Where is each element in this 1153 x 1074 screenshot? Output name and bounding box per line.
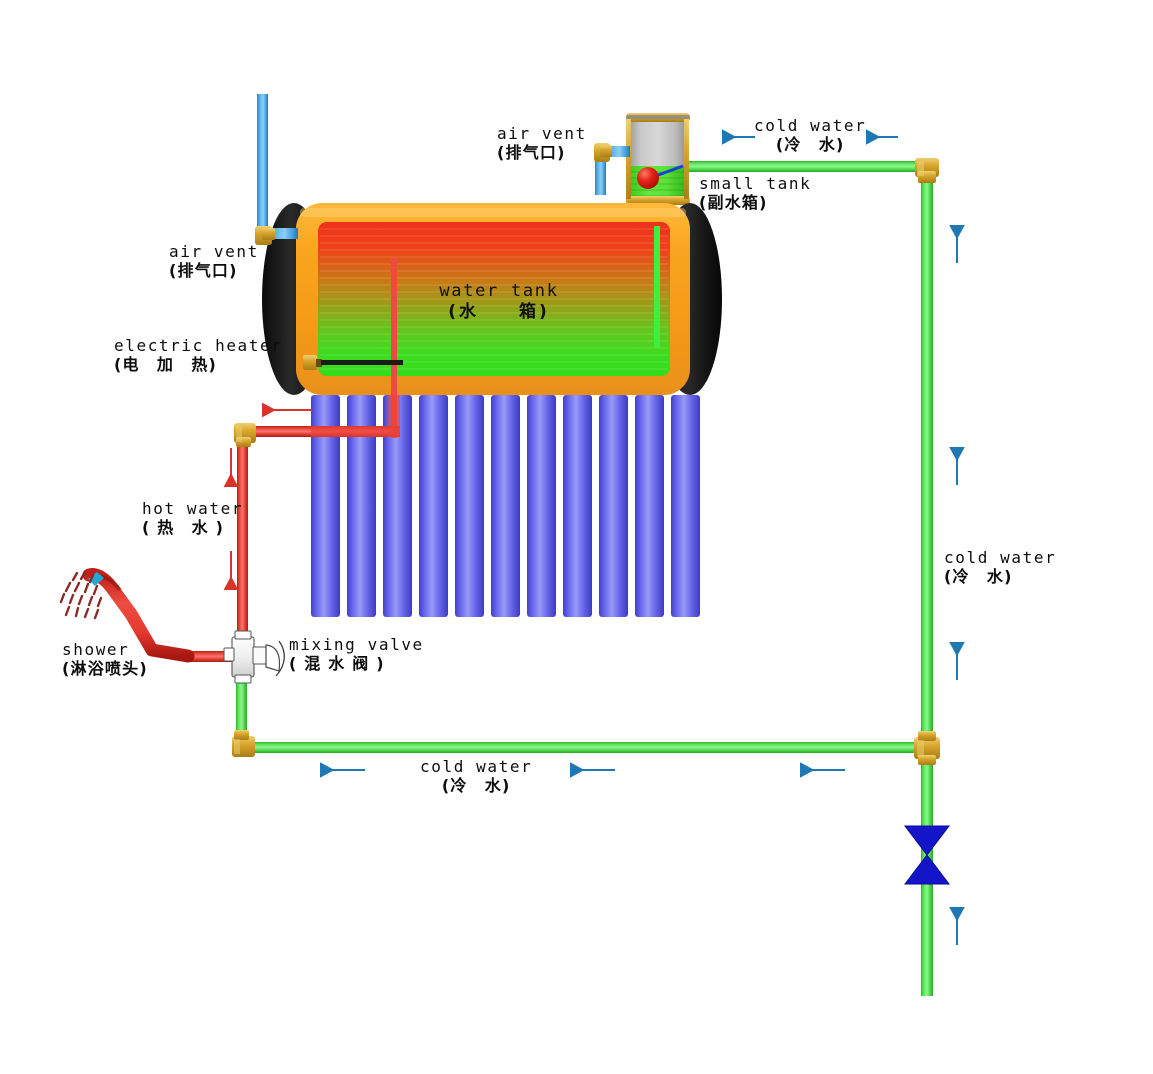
shower-hose bbox=[82, 568, 195, 663]
label-cold-water-top-cn: (冷 水) bbox=[775, 134, 845, 154]
tube-9 bbox=[599, 395, 628, 617]
tube-1 bbox=[311, 395, 340, 617]
tube-4 bbox=[419, 395, 448, 617]
tee-bottom-right bbox=[914, 731, 940, 765]
label-hot-water: hot water ( 热 水 ) bbox=[142, 499, 244, 538]
mixing-valve-top-port bbox=[234, 630, 252, 640]
elbow-bottom-left bbox=[232, 730, 255, 757]
tube-11 bbox=[671, 395, 700, 617]
cold-pipe-valve-drop bbox=[236, 658, 247, 746]
air-vent-top-horizontal bbox=[606, 146, 630, 157]
elbow-hot-top-left bbox=[234, 423, 256, 447]
mixing-valve-lever[interactable] bbox=[265, 644, 281, 672]
label-mixing-valve-cn: ( 混 水 阀 ) bbox=[289, 653, 385, 673]
tank-stratification-lines bbox=[320, 228, 668, 370]
label-water-tank: water tank (水 箱) bbox=[419, 281, 579, 322]
label-air-vent-left-cn: (排气口) bbox=[169, 260, 238, 280]
label-electric-heater: electric heater (电 加 热) bbox=[114, 336, 283, 375]
shower-spray bbox=[59, 570, 103, 620]
shower-nozzle bbox=[88, 572, 104, 586]
label-air-vent-left-en: air vent bbox=[169, 242, 259, 261]
small-tank bbox=[626, 113, 690, 205]
air-vent-left bbox=[255, 94, 298, 245]
label-electric-heater-cn: (电 加 热) bbox=[114, 354, 218, 374]
mixing-valve[interactable] bbox=[223, 630, 285, 684]
electric-heater bbox=[303, 355, 403, 370]
tube-7 bbox=[527, 395, 556, 617]
label-hot-water-en: hot water bbox=[142, 499, 244, 518]
cold-pipe-bottom-horizontal bbox=[243, 742, 933, 753]
label-shower-en: shower bbox=[62, 640, 130, 659]
label-cold-water-bottom-en: cold water bbox=[420, 757, 533, 776]
label-small-tank-cn: (副水箱) bbox=[699, 192, 768, 212]
hot-pipe-vertical-drop bbox=[237, 430, 248, 635]
label-hot-water-cn: ( 热 水 ) bbox=[142, 517, 225, 537]
air-vent-top-elbow bbox=[594, 143, 612, 162]
air-vent-left-horizontal bbox=[268, 228, 298, 239]
label-water-tank-en: water tank bbox=[439, 281, 559, 301]
label-cold-water-top: cold water (冷 水) bbox=[754, 116, 867, 155]
float-ball bbox=[637, 167, 659, 189]
hot-pipe-to-shower bbox=[186, 651, 236, 662]
gate-valve[interactable] bbox=[903, 825, 951, 885]
tube-8 bbox=[563, 395, 592, 617]
air-vent-top bbox=[594, 143, 630, 195]
brass-fittings-cold bbox=[232, 158, 940, 765]
label-air-vent-top: air vent (排气口) bbox=[497, 124, 587, 163]
tube-6 bbox=[491, 395, 520, 617]
label-shower-cn: (淋浴喷头) bbox=[62, 658, 148, 678]
label-mixing-valve-en: mixing valve bbox=[289, 635, 424, 654]
label-air-vent-left: air vent (排气口) bbox=[169, 242, 259, 281]
label-air-vent-top-cn: (排气口) bbox=[497, 142, 566, 162]
label-small-tank: small tank (副水箱) bbox=[699, 174, 812, 213]
mixing-valve-body[interactable] bbox=[231, 636, 255, 678]
flow-arrows bbox=[223, 129, 965, 945]
tube-3 bbox=[383, 395, 412, 617]
elbow-top-right bbox=[915, 158, 939, 183]
label-small-tank-en: small tank bbox=[699, 174, 812, 193]
hot-pipe-over-tubes bbox=[311, 426, 400, 437]
air-vent-left-elbow bbox=[255, 226, 275, 245]
label-shower: shower (淋浴喷头) bbox=[62, 640, 148, 679]
air-vent-left-riser bbox=[257, 94, 268, 234]
tank-water-gradient bbox=[318, 222, 670, 376]
label-mixing-valve: mixing valve ( 混 水 阀 ) bbox=[289, 635, 424, 674]
air-vent-top-riser bbox=[595, 161, 606, 195]
label-water-tank-cn: (水 箱) bbox=[448, 301, 550, 322]
tank-dip-tube-cold bbox=[654, 226, 660, 348]
label-cold-water-top-en: cold water bbox=[754, 116, 867, 135]
mixing-valve-bottom-port bbox=[234, 674, 252, 684]
label-electric-heater-en: electric heater bbox=[114, 336, 283, 355]
label-cold-water-right: cold water (冷 水) bbox=[944, 548, 1057, 587]
evacuated-tubes bbox=[311, 395, 700, 617]
water-tank bbox=[262, 203, 722, 438]
small-tank-bottom-rim bbox=[626, 196, 690, 205]
tank-dip-tube-hot bbox=[391, 258, 397, 438]
cold-pipe-right-vertical bbox=[921, 163, 933, 748]
cold-pipe-top-horizontal bbox=[672, 161, 934, 172]
mixing-valve-lever-arc bbox=[275, 640, 285, 677]
tube-10 bbox=[635, 395, 664, 617]
label-cold-water-right-cn: (冷 水) bbox=[944, 566, 1013, 586]
shower-head bbox=[59, 568, 195, 663]
mixing-valve-outlet-port bbox=[223, 647, 235, 662]
label-cold-water-bottom: cold water (冷 水) bbox=[420, 757, 533, 796]
tube-5 bbox=[455, 395, 484, 617]
label-cold-water-bottom-cn: (冷 水) bbox=[441, 775, 511, 795]
label-air-vent-top-en: air vent bbox=[497, 124, 587, 143]
electric-heater-flange bbox=[303, 355, 317, 370]
label-cold-water-right-en: cold water bbox=[944, 548, 1057, 567]
hot-pipe-riser-stub bbox=[388, 395, 400, 437]
tube-2 bbox=[347, 395, 376, 617]
electric-heater-element bbox=[321, 360, 403, 365]
